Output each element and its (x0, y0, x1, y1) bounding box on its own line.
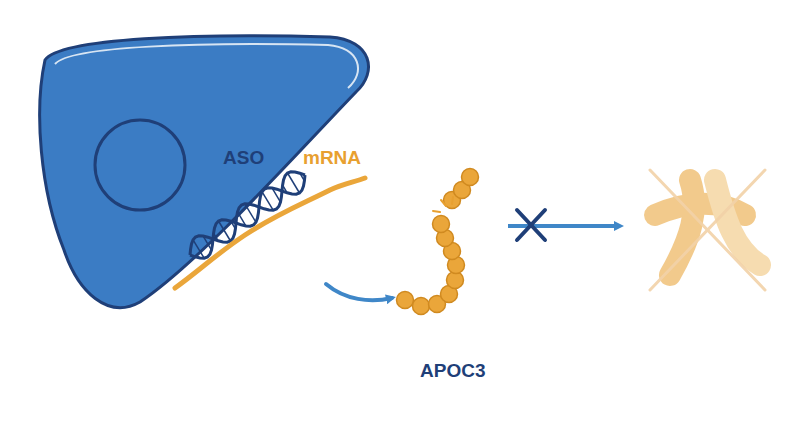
bead (462, 169, 479, 186)
blocked-arrow (508, 224, 620, 228)
break-mark (433, 197, 453, 212)
aso-label: ASO (223, 147, 264, 169)
bead (397, 292, 414, 309)
bead (413, 298, 430, 315)
block-x (517, 210, 545, 240)
bead (433, 216, 450, 233)
protein-label: APOC3 (420, 360, 485, 382)
export-arrow (326, 284, 392, 300)
fade-x (650, 170, 765, 290)
apoc3-chain (397, 169, 479, 315)
liver-shape (35, 25, 375, 315)
folded-protein (655, 180, 760, 275)
mrna-label: mRNA (303, 147, 361, 169)
liver-organ: ASO mRNA (35, 25, 375, 315)
